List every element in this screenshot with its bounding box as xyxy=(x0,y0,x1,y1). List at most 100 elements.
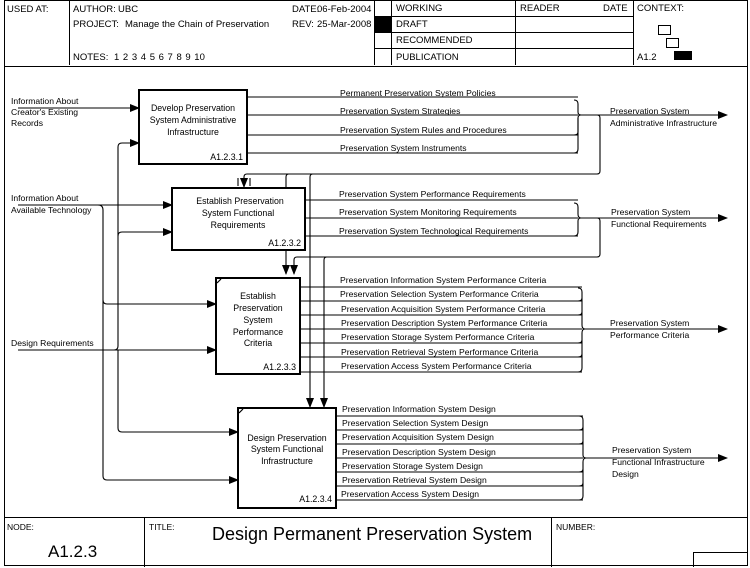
footer: NODE: A1.2.3 TITLE: Design Permanent Pre… xyxy=(4,517,748,567)
output-label-line: Performance Criteria xyxy=(610,330,689,340)
status-marker-draft[interactable] xyxy=(375,17,391,33)
box3-title-line: Performance xyxy=(233,327,283,337)
reader-column: READER DATE xyxy=(516,0,634,65)
status-row-draft: DRAFT xyxy=(392,17,515,33)
box2-output-label: Preservation System Technological Requir… xyxy=(339,226,528,236)
box4-output-label: Preservation Description System Design xyxy=(342,447,496,457)
arrow-design-req-to-box4 xyxy=(117,350,239,436)
context-label: CONTEXT: xyxy=(637,3,684,14)
box3-output-label: Preservation Storage System Performance … xyxy=(341,332,535,342)
box4-title-line: Infrastructure xyxy=(261,456,313,466)
box2-title-line: Requirements xyxy=(211,220,266,230)
input-label-line: Information About xyxy=(11,193,79,203)
page-number-box xyxy=(693,552,747,567)
status-row-recommended: RECOMMENDED xyxy=(392,33,515,49)
activity-box-2 xyxy=(171,187,306,251)
box3-output-label: Preservation Selection System Performanc… xyxy=(340,289,539,299)
box4-output-label: Preservation Information System Design xyxy=(342,404,496,414)
input-label-line: Available Technology xyxy=(11,205,92,215)
arrow-design-req-to-box2 xyxy=(117,228,173,237)
status-marker-working[interactable] xyxy=(375,0,391,17)
reader-date-label: DATE xyxy=(603,3,628,14)
box1-title-line: System Administrative xyxy=(150,115,237,125)
connector-line xyxy=(577,297,583,358)
context-node: A1.2 xyxy=(637,52,657,63)
status-marker-column xyxy=(375,0,392,65)
notes-value: 1 2 3 4 5 6 7 8 9 10 xyxy=(114,52,205,63)
context-parent-box-icon xyxy=(658,25,671,35)
header: USED AT: AUTHOR: UBC PROJECT: Manage the… xyxy=(4,0,748,67)
box3-title-line: Criteria xyxy=(244,338,272,348)
box1-output-label: Preservation System Instruments xyxy=(340,143,467,153)
box1-node-id: A1.2.3.1 xyxy=(210,152,243,162)
context-sibling-box-icon xyxy=(666,38,679,48)
status-row-working: WORKING xyxy=(392,0,515,17)
arrow-functional-to-box4 xyxy=(320,256,328,408)
input-label-line: Information About xyxy=(11,96,79,106)
output-label-line: Preservation System xyxy=(610,318,689,328)
output-label-line: Preservation System xyxy=(611,207,690,217)
diagram-frame xyxy=(4,0,748,566)
node-value: A1.2.3 xyxy=(48,542,98,561)
box3-title-line: Establish xyxy=(240,291,276,301)
output-label-line: Preservation System xyxy=(612,445,691,455)
title-label: TITLE: xyxy=(149,522,175,532)
connector-line xyxy=(573,118,579,136)
context-cell: CONTEXT: A1.2 xyxy=(634,0,747,65)
input-label-line: Design Requirements xyxy=(11,338,94,348)
status-row-publication: PUBLICATION xyxy=(392,49,515,65)
input-label-line: Creator's Existing xyxy=(11,107,78,117)
page-title: Design Permanent Preservation System xyxy=(212,524,533,544)
box3-title-line: System xyxy=(243,315,272,325)
status-marker-recommended[interactable] xyxy=(375,33,391,49)
author-cell: AUTHOR: UBC PROJECT: Manage the Chain of… xyxy=(70,0,375,65)
node-cell: NODE: A1.2.3 xyxy=(4,518,145,567)
box4-title-line: System Functional xyxy=(251,444,323,454)
output-label-line: Design xyxy=(612,469,639,479)
box2-title-line: System Functional xyxy=(202,208,274,218)
box1-title-line: Develop Preservation xyxy=(151,103,235,113)
box4-output-label: Preservation Access System Design xyxy=(341,489,479,499)
box1-output-label: Preservation System Strategies xyxy=(340,106,460,116)
number-label: NUMBER: xyxy=(556,522,596,532)
activity-box-1 xyxy=(138,89,248,165)
status-column: WORKING DRAFT RECOMMENDED PUBLICATION xyxy=(392,0,516,65)
box2-title-line: Establish Preservation xyxy=(196,196,284,206)
input-label-line: Records xyxy=(11,118,43,128)
project-label: PROJECT: xyxy=(73,19,119,30)
arrow-design-req-to-box1 xyxy=(113,139,140,351)
arrow-admin-to-box3 xyxy=(282,114,601,275)
number-cell: NUMBER: xyxy=(552,518,748,567)
connector-line xyxy=(578,426,584,487)
title-cell: TITLE: Design Permanent Preservation Sys… xyxy=(145,518,552,567)
box2-control-bracket xyxy=(237,178,251,186)
box2-output-label: Preservation System Performance Requirem… xyxy=(339,189,526,199)
arrow-admin-to-box2 xyxy=(240,173,289,188)
connector-lines xyxy=(18,96,728,501)
used-at-cell: USED AT: xyxy=(4,0,70,65)
arrow-functional-to-box3 xyxy=(290,217,601,275)
author-value: UBC xyxy=(118,4,139,15)
box2-output-label: Preservation System Monitoring Requireme… xyxy=(339,207,517,217)
reader-row-divider xyxy=(516,48,633,49)
reader-label: READER xyxy=(520,3,560,14)
activity-box-3 xyxy=(215,277,301,375)
box4-output-label: Preservation Retrieval System Design xyxy=(342,475,487,485)
status-recommended-label: RECOMMENDED xyxy=(396,35,473,46)
box4-output-label: Preservation Storage System Design xyxy=(342,461,483,471)
author-label: AUTHOR: xyxy=(73,4,116,15)
reader-row-divider xyxy=(516,32,633,33)
box3-output-label: Preservation Description System Performa… xyxy=(341,318,548,328)
date-value: 06-Feb-2004 xyxy=(317,4,372,15)
box3-corner-mark xyxy=(216,278,222,284)
project-value: Manage the Chain of Preservation xyxy=(125,19,270,30)
box1-title-line: Infrastructure xyxy=(167,127,219,137)
box3-output-label: Preservation Retrieval System Performanc… xyxy=(341,347,538,357)
output-label-line: Preservation System xyxy=(610,106,689,116)
box4-corner-mark xyxy=(238,408,244,414)
node-label: NODE: xyxy=(7,522,34,532)
box4-output-label: Preservation Acquisition System Design xyxy=(342,432,494,442)
arrow-admin-to-box4 xyxy=(306,173,314,408)
output-label-line: Administrative Infrastructure xyxy=(610,118,717,128)
box3-output-label: Preservation Information System Performa… xyxy=(340,275,547,285)
